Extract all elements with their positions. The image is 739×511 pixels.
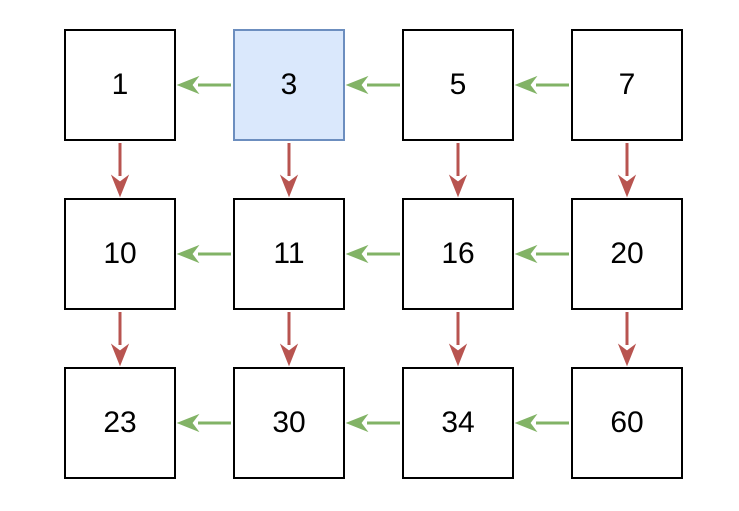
node-r2-c1: 30	[233, 367, 345, 479]
node-r0-c3: 7	[571, 29, 683, 141]
node-label: 60	[610, 406, 644, 439]
arrow-left-r2-c3	[514, 413, 569, 433]
node-r1-c1: 11	[233, 198, 345, 310]
node-r1-c3: 20	[571, 198, 683, 310]
arrow-down-r0-c0	[110, 143, 130, 198]
node-label: 11	[273, 237, 305, 270]
arrow-left-r1-c3	[514, 244, 569, 264]
node-r2-c0: 23	[64, 367, 176, 479]
arrow-down-r0-c1	[279, 143, 299, 198]
arrow-left-r2-c1	[176, 413, 231, 433]
arrow-down-r1-c2	[448, 312, 468, 367]
node-label: 23	[103, 406, 137, 439]
node-label: 20	[610, 237, 644, 270]
arrow-left-r2-c2	[345, 413, 400, 433]
arrow-down-r1-c0	[110, 312, 130, 367]
node-label: 30	[272, 406, 306, 439]
node-r2-c3: 60	[571, 367, 683, 479]
node-label: 3	[280, 68, 298, 101]
arrow-left-r0-c2	[345, 75, 400, 95]
node-r1-c2: 16	[402, 198, 514, 310]
arrow-left-r1-c2	[345, 244, 400, 264]
node-label: 34	[441, 406, 475, 439]
arrow-down-r1-c3	[617, 312, 637, 367]
arrow-left-r1-c1	[176, 244, 231, 264]
arrow-left-r0-c1	[176, 75, 231, 95]
arrow-down-r0-c2	[448, 143, 468, 198]
node-label: 5	[449, 68, 467, 101]
node-label: 16	[441, 237, 475, 270]
node-r0-c1: 3	[233, 29, 345, 141]
node-r0-c2: 5	[402, 29, 514, 141]
arrow-down-r1-c1	[279, 312, 299, 367]
node-label: 7	[618, 68, 636, 101]
node-label: 10	[103, 237, 137, 270]
arrow-left-r0-c3	[514, 75, 569, 95]
node-r1-c0: 10	[64, 198, 176, 310]
arrow-down-r0-c3	[617, 143, 637, 198]
node-r2-c2: 34	[402, 367, 514, 479]
node-r0-c0: 1	[64, 29, 176, 141]
node-label: 1	[111, 68, 129, 101]
